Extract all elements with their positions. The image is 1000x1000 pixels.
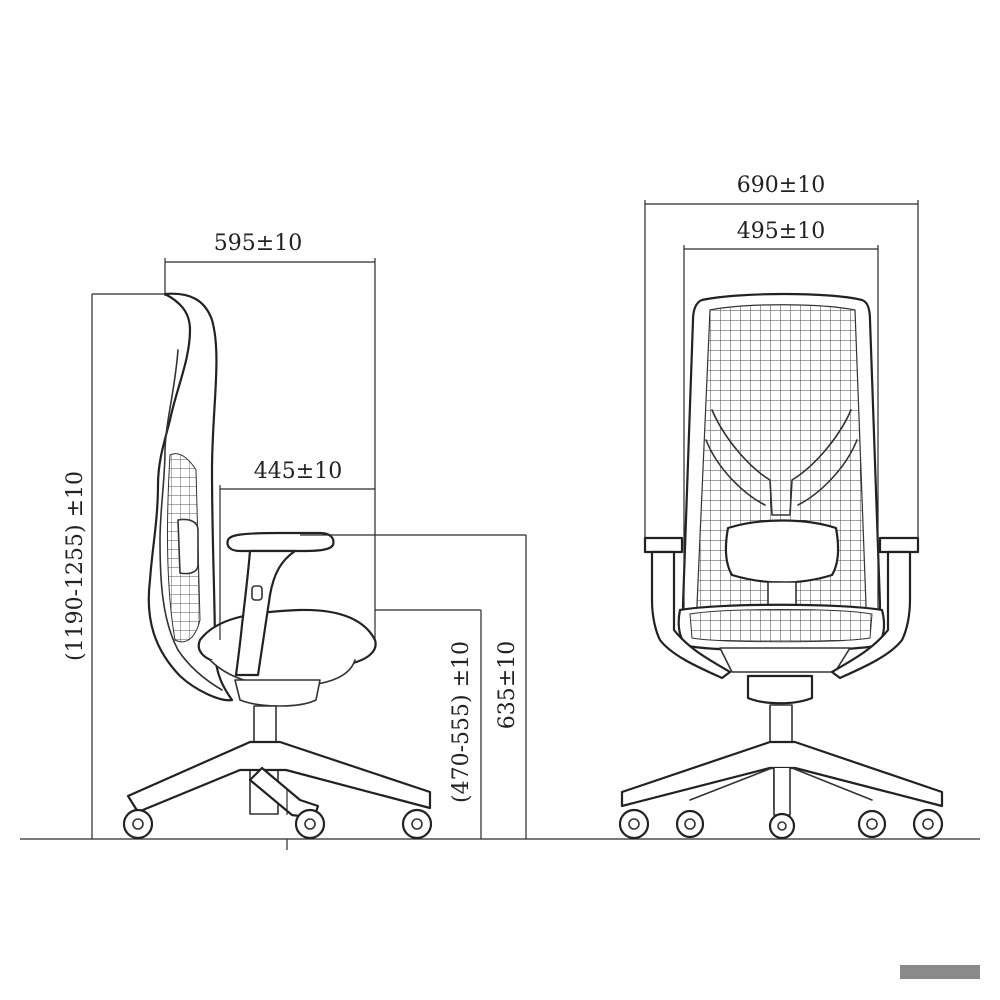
side-armrest-pad [226, 531, 335, 553]
side-view-chair [122, 292, 433, 840]
front-seat-mesh [689, 609, 873, 643]
front-seat-support [719, 647, 851, 673]
front-lumbar-pad [724, 519, 840, 584]
side-backrest-inner [159, 349, 223, 691]
side-caster-right [401, 808, 433, 840]
front-caster-5 [912, 808, 944, 840]
dim-label-back-width: 495±10 [737, 219, 825, 244]
dim-label-total-height: (1190-1255) ±10 [63, 471, 88, 661]
front-armrest-left-post [650, 550, 732, 680]
front-armrest-left-pad [643, 536, 684, 554]
front-caster-4 [857, 809, 887, 839]
dim-label-overall-width: 690±10 [737, 173, 825, 198]
front-caster-2 [675, 809, 705, 839]
front-base-center-leg [773, 767, 791, 816]
corner-bar [900, 965, 980, 979]
front-caster-3 [768, 812, 796, 840]
front-caster-1 [618, 808, 650, 840]
side-arm-button [251, 585, 263, 601]
front-base [620, 740, 944, 808]
dim-label-seat-height: (470-555) ±10 [449, 641, 474, 803]
dim-label-seat-depth: 445±10 [254, 459, 342, 484]
side-lumbar [177, 518, 199, 575]
side-base [126, 740, 432, 814]
front-armrest-right-post [830, 550, 912, 680]
front-mechanism [746, 674, 814, 705]
front-y-frame [711, 409, 852, 516]
side-caster-mid [294, 808, 326, 840]
front-armrest-right-pad [878, 536, 920, 554]
side-dimension-lines [91, 258, 527, 839]
side-caster-left [122, 808, 154, 840]
front-base-rear-legs [689, 767, 873, 801]
side-seat-mech [234, 679, 321, 707]
side-armrest-post [234, 549, 297, 677]
front-view-chair [618, 292, 944, 840]
dim-label-arm-height: 635±10 [495, 641, 520, 729]
dim-label-side-depth: 595±10 [214, 231, 302, 256]
front-y-frame-outer [705, 439, 858, 506]
front-dimension-lines [644, 200, 919, 610]
